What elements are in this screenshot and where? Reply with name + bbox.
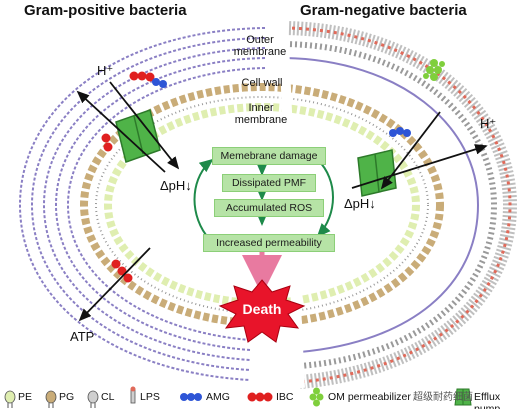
delta-ph-label-left: ΔpH↓: [160, 178, 192, 193]
outer-membrane-label: Outer membrane: [232, 34, 288, 58]
step-dissipated-pmf: Dissipated PMF: [222, 174, 316, 192]
efflux-pump-icon: [454, 388, 472, 406]
legend-amg-label: AMG: [206, 391, 230, 403]
proton-label-left: H⁺: [97, 63, 114, 78]
cl-lipid-icon: [87, 390, 99, 408]
proton-label-right: H⁺: [480, 116, 497, 131]
gram-negative-title: Gram-negative bacteria: [300, 2, 467, 19]
atp-label: ATP: [70, 329, 95, 344]
efflux-pump-left: [115, 109, 161, 163]
outer-membrane-label-line2: membrane: [233, 46, 287, 58]
pe-lipid-icon: [4, 390, 16, 408]
step-accumulated-ros: Accumulated ROS: [214, 199, 324, 217]
death-label: Death: [242, 301, 282, 317]
legend-efflux-pump-label: Efflux pump: [474, 391, 501, 409]
legend-lps-label: LPS: [140, 391, 160, 403]
step-membrane-damage: Memebrane damage: [212, 147, 326, 165]
legend-pe-label: PE: [18, 391, 33, 403]
inner-membrane-label-line2: membrane: [234, 114, 288, 126]
delta-ph-label-right: ΔpH↓: [344, 196, 376, 211]
ion-arrows: [76, 81, 488, 322]
ibc-molecules-mid-left: [101, 133, 113, 152]
amg-molecules-right: [389, 127, 411, 137]
inner-membrane-label: Inner membrane: [233, 102, 289, 126]
gram-positive-cell-wall: [18, 27, 266, 381]
pg-lipid-icon: [45, 390, 57, 408]
om-permeabilizer-molecule: [423, 59, 445, 81]
gram-negative-outer-membrane: [284, 21, 518, 389]
om-permeabilizer-icon: [309, 387, 324, 407]
step-increased-permeability: Increased permeability: [203, 234, 335, 252]
efflux-pump-right: [357, 149, 397, 197]
lps-icon: [130, 386, 136, 404]
amg-molecules-top-left: [152, 78, 167, 88]
death-burst: [218, 279, 306, 343]
mechanism-cycle-arrows: [193, 158, 334, 238]
legend-om-permeabilizer-label: OM permeabilizer: [328, 391, 411, 403]
ibc-molecule-icon: [247, 392, 273, 402]
legend-pg-label: PG: [59, 391, 75, 403]
gram-positive-title: Gram-positive bacteria: [24, 2, 187, 19]
inner-membrane-label-line1: Inner: [248, 102, 274, 114]
amg-molecule-icon: [180, 393, 202, 401]
outer-membrane-label-line1: Outer: [246, 34, 274, 46]
legend-cl-label: CL: [101, 391, 115, 403]
cell-wall-label: Cell wall: [241, 77, 283, 89]
watermark-text: 超级耐药细菌: [413, 392, 473, 403]
legend-ibc-label: IBC: [276, 391, 294, 403]
ibc-molecules-top-left: [129, 71, 155, 82]
legend-icons: [4, 386, 472, 408]
